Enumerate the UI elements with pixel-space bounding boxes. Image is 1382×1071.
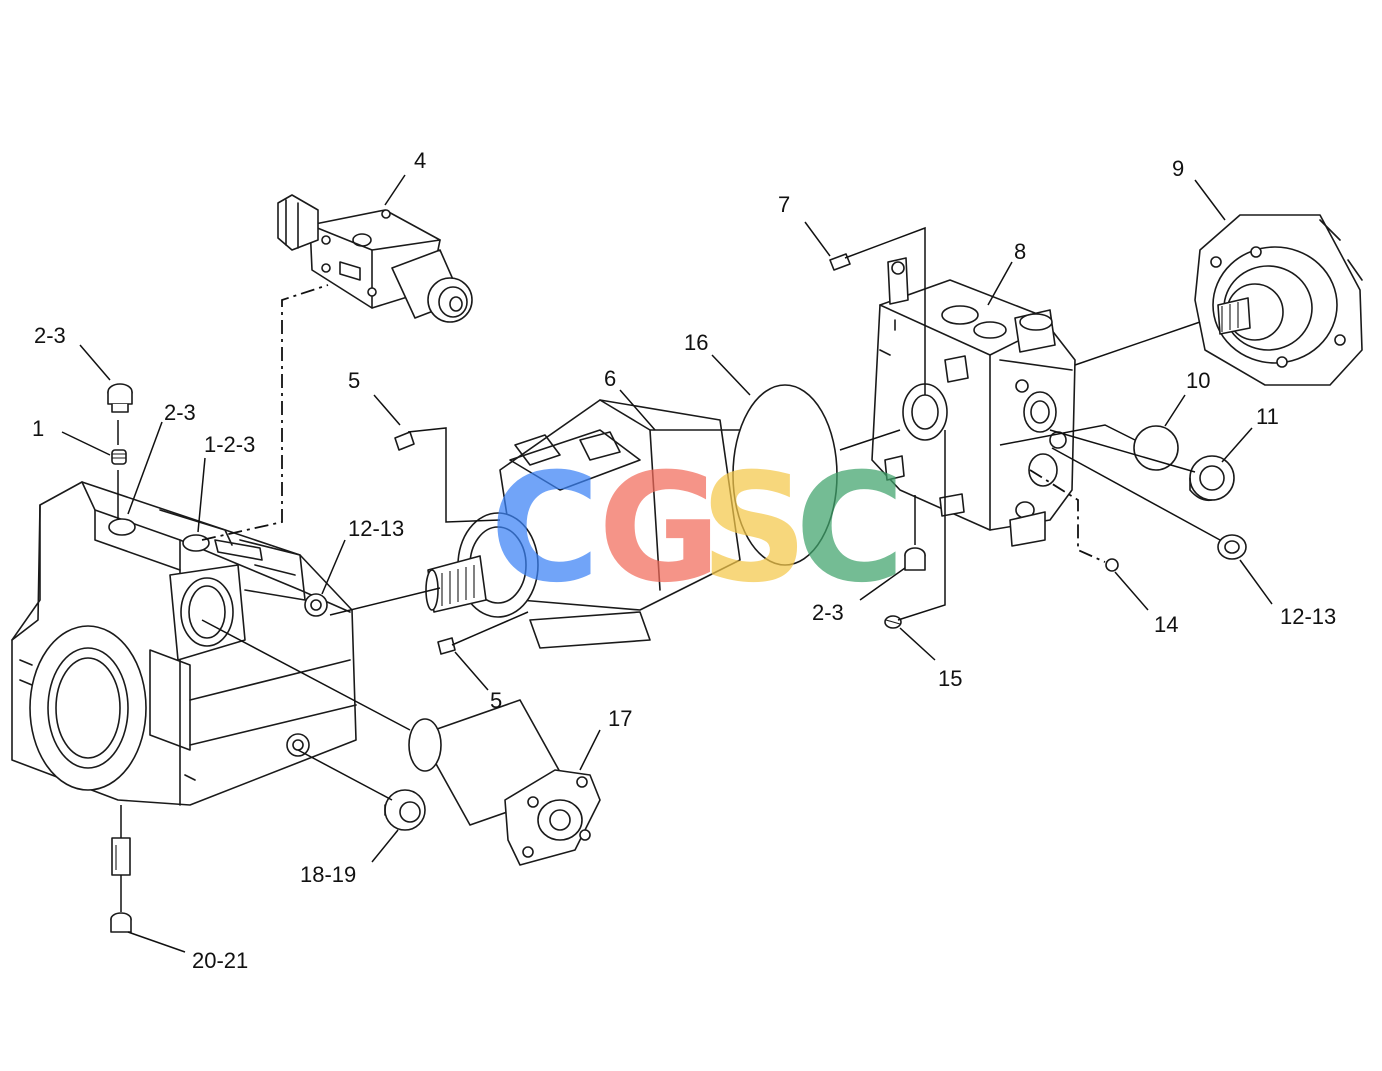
servo-cylinder [408,699,601,866]
dowel-bottom [111,837,131,876]
oring-10 [1133,425,1179,471]
callout-17: 17 [608,706,632,731]
pin-5-top [394,431,415,451]
callout-1-2-3: 1-2-3 [204,432,255,457]
callout-labels: 2-3 1 2-3 1-2-3 4 5 6 16 7 8 9 10 11 12-… [32,148,1336,973]
callout-5-top: 5 [348,368,360,393]
pin-7 [829,253,851,271]
plug-2-3-mid [904,547,926,571]
watermark-letter-s: S [700,442,808,616]
callout-12-13-right: 12-13 [1280,604,1336,629]
pump-housing [11,481,357,806]
callout-leaders [61,174,1273,953]
callout-7: 7 [778,192,790,217]
callout-2-3-mid: 2-3 [812,600,844,625]
callout-18-19: 18-19 [300,862,356,887]
watermark-letter-g: G [598,442,721,616]
plug-18-19 [384,789,426,831]
seal-1 [111,449,127,465]
fitting-12-13-right [1217,534,1247,560]
callout-9: 9 [1172,156,1184,181]
callout-20-21: 20-21 [192,948,248,973]
callout-10: 10 [1186,368,1210,393]
callout-4: 4 [414,148,426,173]
callout-11: 11 [1256,404,1279,429]
watermark-letter-c1: C [490,442,600,616]
callout-8: 8 [1014,239,1026,264]
solenoid-valve [277,194,473,323]
pin-5-bottom [437,637,456,655]
callout-14: 14 [1154,612,1178,637]
plug-14 [1105,558,1119,572]
callout-12-13-left: 12-13 [348,516,404,541]
callout-2-3-housing: 2-3 [164,400,196,425]
rotating-group [425,399,796,649]
cgsc-watermark: C G S C [490,442,905,616]
callout-2-3-top: 2-3 [34,323,66,348]
watermark-letter-c2: C [795,442,905,616]
gasket-plate [732,384,838,566]
callout-1: 1 [32,416,44,441]
plug-20-21 [110,912,132,933]
callout-5-bottom: 5 [490,688,502,713]
plug-11 [1189,455,1235,502]
callout-16: 16 [684,330,708,355]
plug-15 [884,615,902,629]
callout-15: 15 [938,666,962,691]
plug-2-3-top [107,383,133,413]
assembly-lines [117,226,1221,912]
charge-pump [1194,214,1363,386]
end-cap [871,257,1076,547]
callout-6: 6 [604,366,616,391]
